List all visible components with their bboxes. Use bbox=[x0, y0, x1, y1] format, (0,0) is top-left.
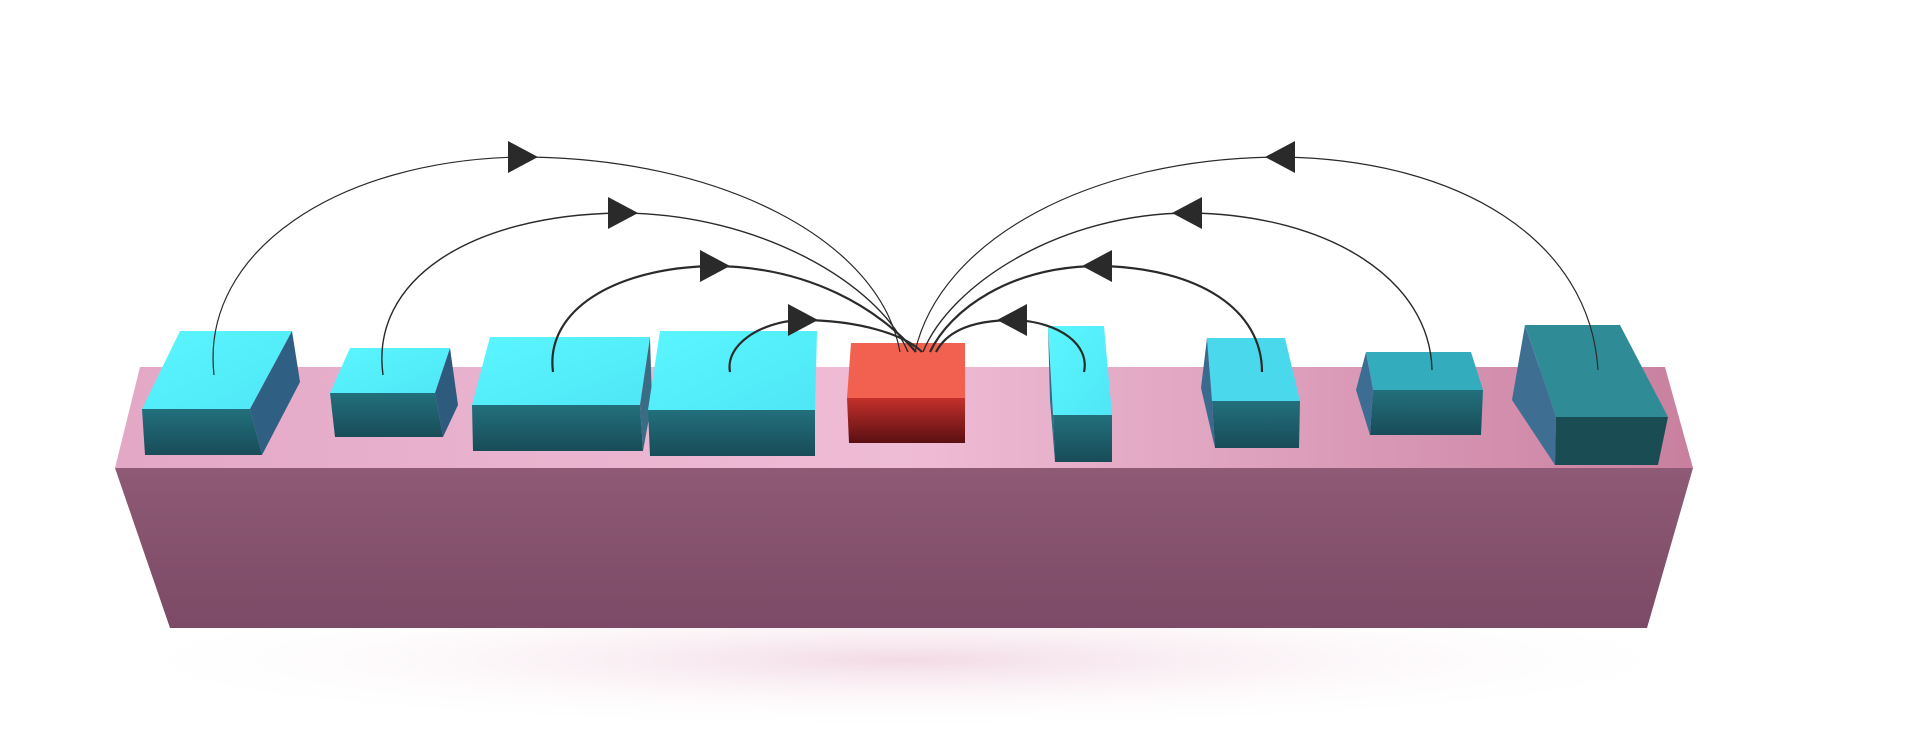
block-2 bbox=[330, 348, 458, 437]
platform-front bbox=[115, 468, 1693, 628]
arrowhead-icon-3 bbox=[700, 250, 730, 282]
block-1 bbox=[142, 331, 300, 455]
block-4 bbox=[648, 331, 817, 456]
block-7 bbox=[1201, 338, 1300, 448]
arrowhead-icon-8 bbox=[997, 304, 1027, 336]
block-6 bbox=[1048, 326, 1112, 462]
arrowhead-icon-5 bbox=[1265, 141, 1295, 173]
arrow-group bbox=[212, 141, 1599, 376]
block-3 bbox=[472, 337, 652, 451]
arrowhead-icon-6 bbox=[1172, 197, 1202, 229]
arrow-curve-6 bbox=[922, 212, 1433, 371]
arrowhead-icon-7 bbox=[1082, 250, 1112, 282]
arrowhead-icon-4 bbox=[788, 304, 818, 336]
block-8 bbox=[1356, 352, 1483, 435]
hub-block bbox=[847, 343, 965, 443]
arrowhead-icon-2 bbox=[608, 197, 638, 229]
block-9 bbox=[1512, 325, 1668, 465]
arrowhead-icon-1 bbox=[508, 141, 538, 173]
